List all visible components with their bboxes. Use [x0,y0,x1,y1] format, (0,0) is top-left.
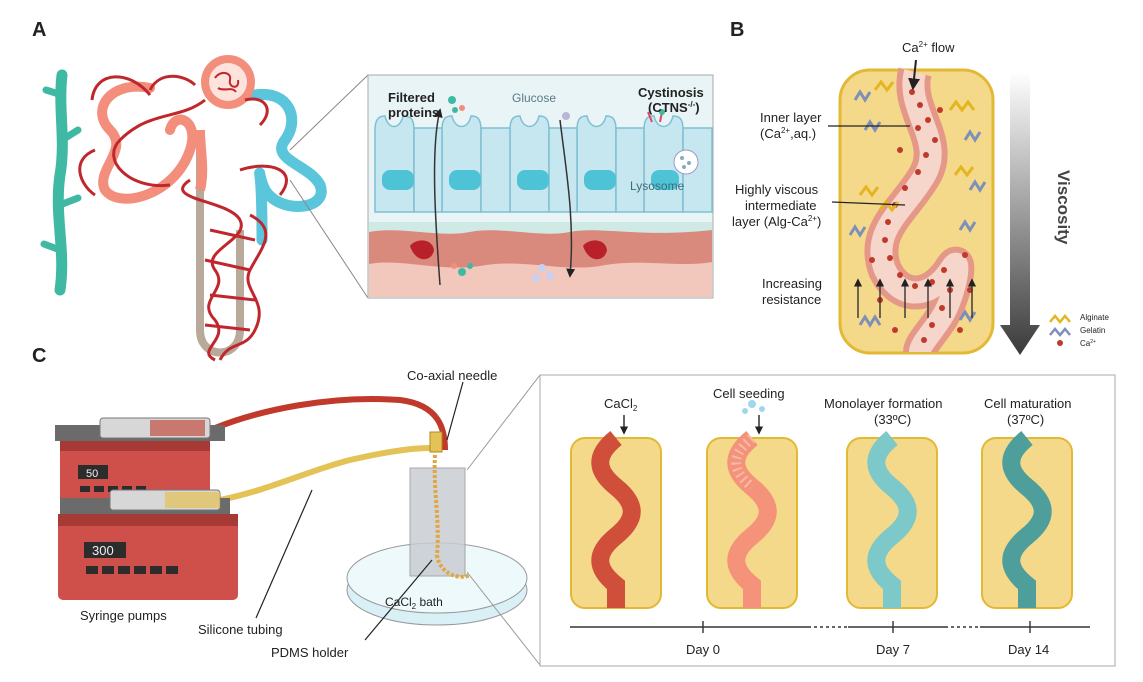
legend-alginate: Alginate [1080,313,1109,322]
tubing-pointer [255,489,313,619]
legend-alginate-swatch [1049,314,1071,324]
needle-pointer [446,381,464,441]
label-viscous-3: layer (Alg-Ca2+) [732,214,821,229]
stage-cacl2 [570,431,662,609]
label-cystinosis-1: Cystinosis [638,85,704,100]
stage-label-cacl2: CaCl2 [604,396,638,413]
label-increasing: Increasing [762,276,822,291]
label-cacl2-bath: CaCl2 bath [385,595,443,611]
epithelium-inset [367,74,714,299]
label-pdms-holder: PDMS holder [271,645,349,660]
viscosity-arrow [1000,72,1040,355]
panel-b-letter: B [730,19,744,41]
label-filtered-proteins-2: proteins [388,105,439,120]
panel-a-letter: A [32,19,46,41]
label-inner-layer-2: (Ca2+,aq.) [760,126,816,141]
timeline-day-14: Day 14 [1008,642,1049,657]
zoom-lines-c [466,374,541,666]
label-inner-layer-1: Inner layer [760,110,822,125]
pump-1-display: 50 [86,468,98,480]
legend-gelatin-swatch [1049,327,1071,337]
label-lysosome: Lysosome [630,179,685,193]
red-tubing [213,396,448,451]
timeline-day-0: Day 0 [686,642,720,657]
pump-2-display: 300 [92,543,114,558]
stage-maturation [981,431,1073,609]
legend-ca: Ca2+ [1080,339,1096,348]
label-viscous-2: intermediate [745,198,817,213]
label-silicone-tubing: Silicone tubing [198,622,283,637]
zoom-lines-a [289,74,369,299]
legend-b [1049,314,1071,346]
label-resistance: resistance [762,292,821,307]
label-syringe-pumps: Syringe pumps [80,608,167,623]
stage-label-maturation-1: Cell maturation [984,396,1071,411]
label-glucose: Glucose [512,91,556,105]
legend-gelatin: Gelatin [1080,326,1105,335]
pdms-pointer [364,559,433,641]
timeline-axis [570,621,1090,633]
stage-cell-seeding [706,400,798,609]
label-filtered-proteins-1: Filtered [388,90,435,105]
hydrogel-channel-diagram [828,59,995,356]
stage-label-monolayer-1: Monolayer formation [824,396,943,411]
syringe-pump-2 [58,489,238,600]
panel-c-letter: C [32,345,46,367]
legend-ca-swatch [1057,340,1063,346]
stage-label-monolayer-2: (33ºC) [874,412,911,427]
timeline-day-7: Day 7 [876,642,910,657]
label-viscous-1: Highly viscous [735,182,819,197]
stage-label-seeding: Cell seeding [713,386,785,401]
label-cystinosis-2: (CTNS-/-) [648,100,700,115]
label-co-axial-needle: Co-axial needle [407,368,497,383]
label-viscosity: Viscosity [1054,170,1073,245]
stage-label-maturation-2: (37ºC) [1007,412,1044,427]
nephron-illustration [40,55,327,362]
stage-monolayer [846,431,938,609]
label-ca-flow: Ca2+ flow [902,40,955,55]
yellow-tubing [219,445,431,503]
